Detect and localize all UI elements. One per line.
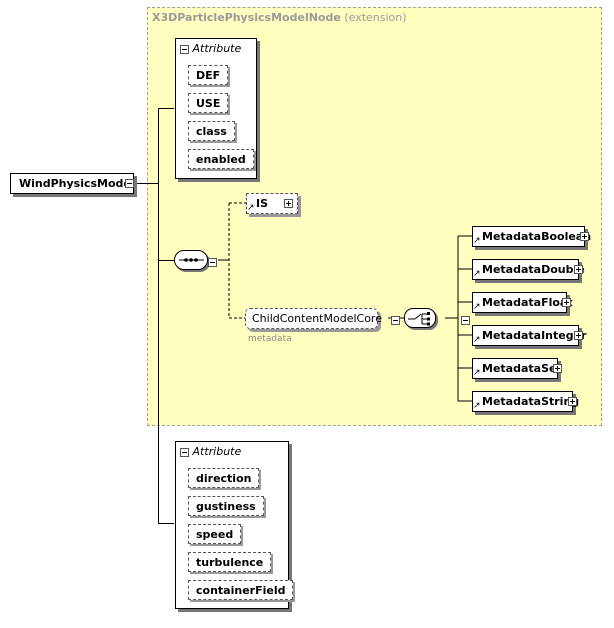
expand-icon[interactable] bbox=[284, 199, 293, 208]
expand-icon[interactable] bbox=[574, 265, 583, 274]
attribute-use[interactable]: USE bbox=[188, 93, 229, 113]
core-annotation: metadata bbox=[248, 334, 292, 344]
branch-attr-bottom bbox=[158, 523, 174, 524]
collapse-icon[interactable] bbox=[390, 315, 400, 325]
attribute-turbulence[interactable]: turbulence bbox=[188, 552, 272, 572]
element-label: MetadataString bbox=[482, 395, 580, 408]
attribute-group-header: Attribute bbox=[180, 42, 241, 55]
sequence-compositor[interactable] bbox=[174, 250, 208, 270]
root-element[interactable]: WindPhysicsModel bbox=[10, 173, 135, 194]
expand-icon[interactable] bbox=[574, 331, 583, 340]
collapse-icon[interactable] bbox=[125, 179, 134, 188]
element-label: MetadataSet bbox=[482, 362, 562, 375]
expand-icon[interactable] bbox=[553, 364, 562, 373]
metadata-string-element[interactable]: MetadataString bbox=[472, 391, 579, 412]
attribute-class[interactable]: class bbox=[188, 121, 235, 141]
branch-sequence bbox=[158, 260, 174, 261]
collapse-icon[interactable] bbox=[180, 447, 189, 457]
root-label: WindPhysicsModel bbox=[19, 177, 135, 190]
extension-type-name: X3DParticlePhysicsModelNode bbox=[152, 11, 341, 24]
element-label: MetadataFloat bbox=[482, 296, 573, 309]
collapse-icon[interactable] bbox=[208, 257, 217, 267]
metadata-float-element[interactable]: MetadataFloat bbox=[472, 292, 573, 313]
metadata-boolean-element[interactable]: MetadataBoolean bbox=[472, 226, 591, 247]
metadata-double-element[interactable]: MetadataDouble bbox=[472, 259, 585, 280]
collapse-icon[interactable] bbox=[180, 44, 189, 54]
metadata-integer-element[interactable]: MetadataInteger bbox=[472, 325, 586, 346]
child-content-model-core[interactable]: ChildContentModelCore bbox=[245, 308, 382, 329]
element-label: MetadataBoolean bbox=[482, 230, 592, 243]
metadata-set-element[interactable]: MetadataSet bbox=[472, 358, 562, 379]
attribute-group-header: Attribute bbox=[180, 445, 241, 458]
sequence-icon bbox=[179, 258, 204, 262]
extension-title: X3DParticlePhysicsModelNode (extension) bbox=[152, 11, 407, 24]
attribute-direction[interactable]: direction bbox=[188, 468, 260, 488]
core-label: ChildContentModelCore bbox=[252, 312, 382, 325]
element-label: MetadataDouble bbox=[482, 263, 585, 276]
collapse-icon[interactable] bbox=[461, 315, 470, 325]
attribute-gustiness[interactable]: gustiness bbox=[188, 496, 264, 516]
reference-icon: ↗ bbox=[247, 203, 255, 213]
expand-icon[interactable] bbox=[580, 232, 589, 241]
is-label: IS bbox=[256, 197, 269, 210]
trunk-line bbox=[158, 108, 159, 523]
attribute-enabled[interactable]: enabled bbox=[188, 149, 254, 169]
root-connector bbox=[134, 183, 158, 184]
element-label: MetadataInteger bbox=[482, 329, 587, 342]
attribute-containerfield[interactable]: containerField bbox=[188, 580, 294, 600]
attribute-def[interactable]: DEF bbox=[188, 65, 229, 85]
is-element[interactable]: ↗ IS bbox=[246, 193, 298, 214]
expand-icon[interactable] bbox=[568, 397, 577, 406]
branch-attr-top bbox=[158, 108, 174, 109]
extension-suffix: (extension) bbox=[344, 11, 407, 24]
expand-icon[interactable] bbox=[562, 298, 571, 307]
attribute-speed[interactable]: speed bbox=[188, 524, 242, 544]
choice-compositor[interactable] bbox=[404, 308, 436, 328]
choice-icon bbox=[408, 312, 430, 326]
